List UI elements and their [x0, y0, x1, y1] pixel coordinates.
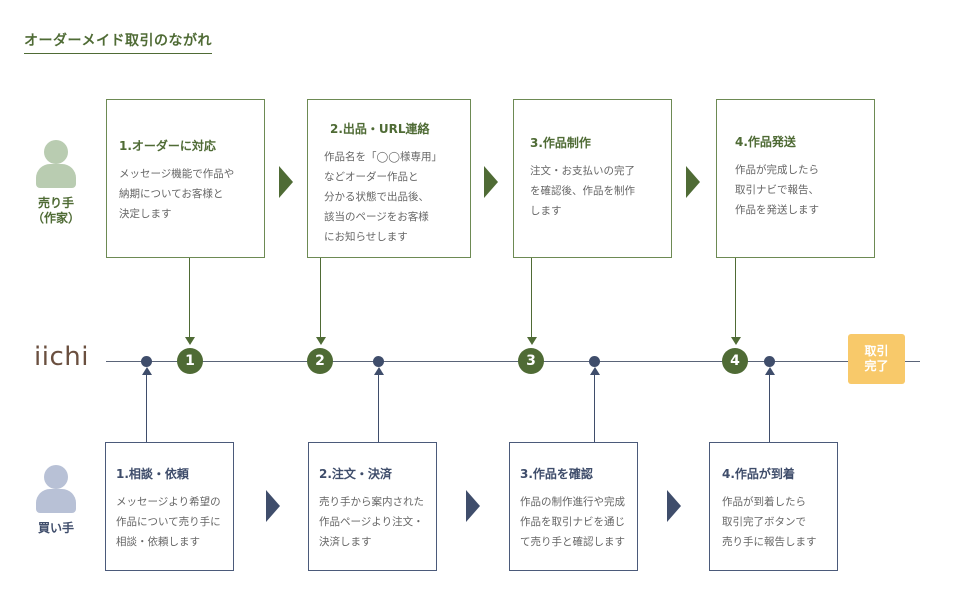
buyer-step-body: 売り手から案内された 作品ページより注文・ 決済します	[319, 496, 424, 548]
seller-step-title: 4.作品発送	[735, 135, 796, 149]
buyer-arrow-icon	[266, 490, 280, 522]
step-number-2: 2	[307, 348, 333, 374]
buyer-person-icon	[36, 465, 76, 517]
buyer-step-3: 3.作品を確認 作品の制作進行や完成 作品を取引ナビを通じ て売り手と確認します	[509, 442, 638, 571]
iichi-logo: iichi	[34, 342, 89, 372]
seller-step-title: 2.出品・URL連絡	[330, 122, 430, 136]
buyer-step-4: 4.作品が到着 作品が到着したら 取引完了ボタンで 売り手に報告します	[709, 442, 838, 571]
seller-connector	[320, 258, 321, 338]
buyer-step-title: 1.相談・依頼	[116, 467, 189, 481]
buyer-connector	[146, 374, 147, 442]
buyer-role: 買い手	[22, 465, 90, 536]
buyer-step-2: 2.注文・決済 売り手から案内された 作品ページより注文・ 決済します	[308, 442, 437, 571]
seller-connector	[735, 258, 736, 338]
buyer-timeline-dot	[764, 356, 775, 367]
buyer-step-title: 3.作品を確認	[520, 467, 593, 481]
seller-connector-arrowhead	[527, 337, 537, 345]
step-number-3: 3	[518, 348, 544, 374]
buyer-connector-arrowhead	[765, 367, 775, 375]
buyer-step-body: 作品が到着したら 取引完了ボタンで 売り手に報告します	[722, 496, 817, 548]
seller-step-body: メッセージ機能で作品や 納期についてお客様と 決定します	[119, 168, 235, 220]
seller-step-body: 注文・お支払いの完了 を確認後、作品を制作 します	[530, 165, 635, 217]
buyer-connector	[594, 374, 595, 442]
buyer-step-body: 作品の制作進行や完成 作品を取引ナビを通じ て売り手と確認します	[520, 496, 625, 548]
buyer-timeline-dot	[589, 356, 600, 367]
seller-arrow-icon	[484, 166, 498, 198]
transaction-complete-badge: 取引 完了	[848, 334, 905, 384]
seller-step-body: 作品が完成したら 取引ナビで報告、 作品を発送します	[735, 164, 819, 216]
seller-person-icon	[36, 140, 76, 192]
seller-connector-arrowhead	[731, 337, 741, 345]
buyer-step-1: 1.相談・依頼 メッセージより希望の 作品について売り手に 相談・依頼します	[105, 442, 234, 571]
buyer-label: 買い手	[37, 521, 74, 535]
buyer-step-body: メッセージより希望の 作品について売り手に 相談・依頼します	[116, 496, 221, 548]
buyer-connector	[378, 374, 379, 442]
seller-step-4: 4.作品発送 作品が完成したら 取引ナビで報告、 作品を発送します	[716, 99, 875, 258]
seller-step-2: 2.出品・URL連絡 作品名を「◯◯様専用」 などオーダー作品と 分かる状態で出…	[307, 99, 471, 258]
page-title: オーダーメイド取引のながれ	[24, 30, 212, 54]
seller-step-1: 1.オーダーに対応 メッセージ機能で作品や 納期についてお客様と 決定します	[106, 99, 265, 258]
seller-step-title: 1.オーダーに対応	[119, 139, 216, 153]
step-number-1: 1	[177, 348, 203, 374]
timeline-line	[106, 361, 920, 362]
seller-connector	[189, 258, 190, 338]
seller-connector	[531, 258, 532, 338]
seller-step-title: 3.作品制作	[530, 136, 591, 150]
buyer-arrow-icon	[667, 490, 681, 522]
seller-role: 売り手 （作家）	[22, 140, 90, 226]
seller-arrow-icon	[279, 166, 293, 198]
buyer-timeline-dot	[141, 356, 152, 367]
buyer-connector-arrowhead	[374, 367, 384, 375]
step-number-4: 4	[722, 348, 748, 374]
buyer-connector-arrowhead	[142, 367, 152, 375]
seller-connector-arrowhead	[185, 337, 195, 345]
seller-label: 売り手 （作家）	[31, 196, 80, 225]
seller-arrow-icon	[686, 166, 700, 198]
buyer-arrow-icon	[466, 490, 480, 522]
seller-step-3: 3.作品制作 注文・お支払いの完了 を確認後、作品を制作 します	[513, 99, 672, 258]
buyer-connector-arrowhead	[590, 367, 600, 375]
seller-connector-arrowhead	[316, 337, 326, 345]
buyer-step-title: 4.作品が到着	[722, 467, 795, 481]
buyer-connector	[769, 374, 770, 442]
seller-step-body: 作品名を「◯◯様専用」 などオーダー作品と 分かる状態で出品後、 該当のページを…	[324, 151, 443, 243]
buyer-step-title: 2.注文・決済	[319, 467, 392, 481]
buyer-timeline-dot	[373, 356, 384, 367]
